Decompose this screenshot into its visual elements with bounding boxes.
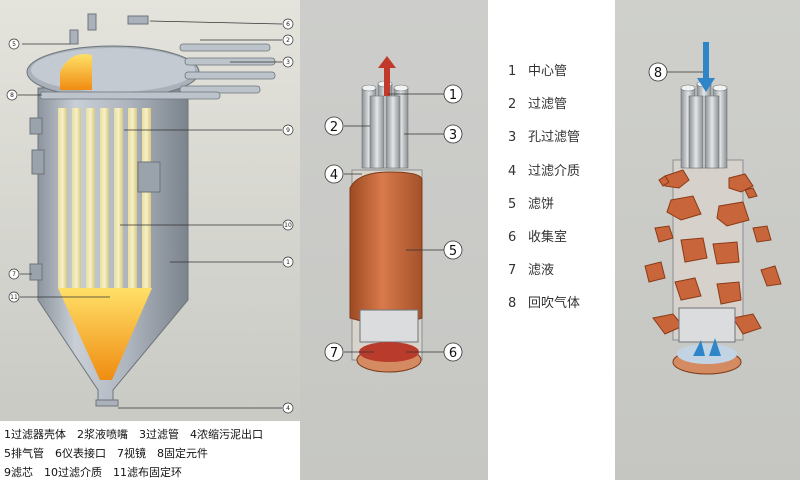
callout-7: 7	[12, 271, 16, 278]
caption-line: 5排气管 6仪表接口 7视镜 8固定元件	[4, 447, 208, 460]
callout-10: 10	[284, 222, 292, 229]
callout-3: 3	[286, 59, 290, 66]
callout-4: 4	[286, 405, 290, 412]
vessel-caption: 1过滤器壳体 2浆液喷嘴 3过滤管 4浓缩污泥出口 5排气管 6仪表接口 7视镜…	[0, 421, 300, 480]
backflush-panel: 8	[615, 0, 800, 480]
caption-line: 1过滤器壳体 2浆液喷嘴 3过滤管 4浓缩污泥出口	[4, 428, 263, 441]
callout-5: 5	[449, 244, 457, 259]
callout-2: 2	[286, 37, 290, 44]
caption-line: 9滤芯 10过滤介质 11滤布固定环	[4, 466, 182, 479]
callout-1: 1	[286, 259, 290, 266]
callout-8: 8	[10, 92, 14, 99]
callout-2: 2	[330, 120, 338, 135]
callout-4: 4	[330, 168, 338, 183]
callout-9: 9	[286, 127, 290, 134]
callout-6: 6	[449, 346, 457, 361]
vessel-diagram-panel: 6 2 5 3 8 9 10 1 7 11 4 1过滤器壳体 2浆液喷嘴 3过滤…	[0, 0, 300, 480]
filter-element-panel: 1 2 3 4 5 7 6	[300, 0, 488, 480]
filter-element-illustration: 1 2 3 4 5 7 6	[300, 0, 488, 480]
callout-1: 1	[449, 88, 457, 103]
callout-11: 11	[10, 294, 18, 301]
callout-3: 3	[449, 128, 457, 143]
callout-5: 5	[12, 41, 16, 48]
callout-8: 8	[654, 66, 662, 81]
backflush-illustration: 8	[615, 0, 800, 480]
callout-7: 7	[330, 346, 338, 361]
callout-6: 6	[286, 21, 290, 28]
vessel-illustration: 6 2 5 3 8 9 10 1 7 11 4	[0, 0, 300, 421]
